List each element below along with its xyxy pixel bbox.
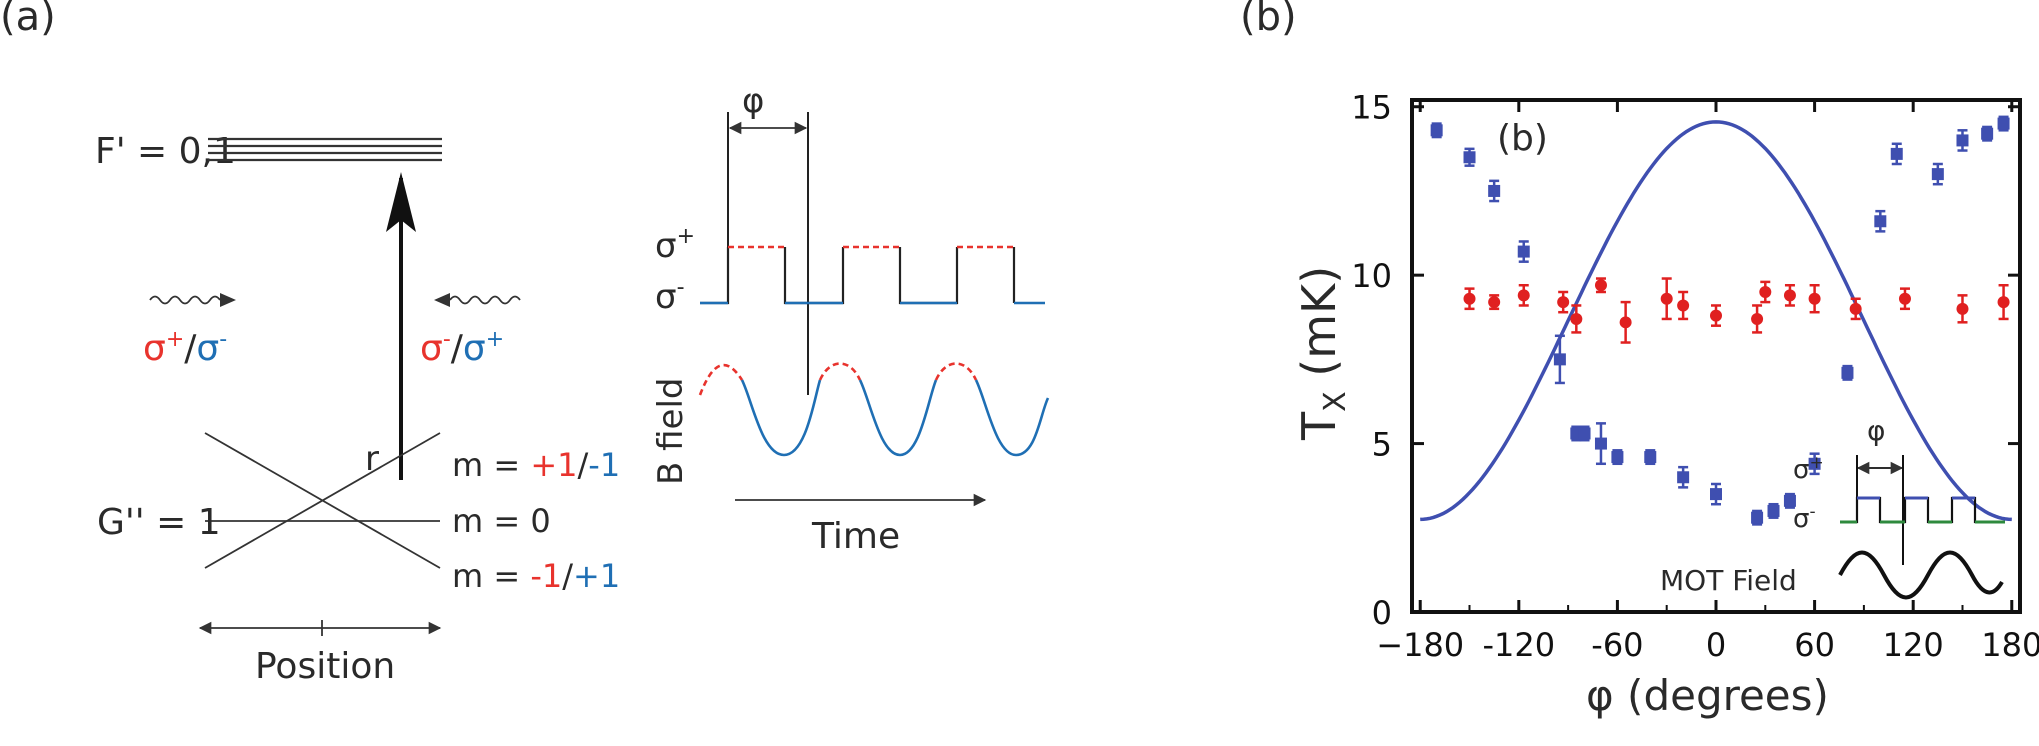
inset-sigma-plus: σ+: [1793, 453, 1824, 485]
data-point-blue: [1751, 511, 1764, 524]
data-point-blue: [1463, 151, 1476, 164]
data-point-red: [1463, 292, 1476, 305]
y-axis-label: TX (mK): [1292, 266, 1353, 441]
data-point-red: [1849, 302, 1862, 315]
right-beam-wave: [434, 293, 521, 307]
data-point-red: [1783, 289, 1796, 302]
x-tick-label: -60: [1591, 626, 1643, 664]
data-point-blue: [1710, 488, 1722, 501]
data-point-red: [1677, 299, 1690, 312]
plot-area: [1412, 100, 2020, 614]
plot-inner-label: (b): [1497, 118, 1548, 159]
data-point-red: [1710, 309, 1722, 322]
y-tick-label: 10: [1351, 257, 1392, 295]
data-point-blue: [1841, 366, 1854, 379]
left-beam-label: σ+/σ-: [143, 327, 227, 369]
sigma-plus-label-a: σ+: [655, 224, 695, 266]
radius-label: r: [365, 439, 379, 479]
data-point-blue: [1644, 451, 1657, 464]
m-minus-label: m = -1/+1: [452, 557, 620, 595]
x-tick-label: 0: [1706, 626, 1726, 664]
position-label: Position: [255, 646, 395, 687]
data-point-blue: [1578, 427, 1591, 440]
b-field-wave: [698, 362, 1050, 457]
plot-frame: [1410, 98, 2022, 614]
m-zero-label: m = 0: [452, 502, 551, 540]
inset-diagram: φ σ+ σ- MOT Field: [1660, 414, 2005, 600]
excited-level-lines: [208, 137, 442, 162]
data-point-red: [1517, 289, 1530, 302]
data-point-red: [1557, 296, 1570, 309]
excited-level-label: F' = 0,1: [95, 131, 236, 172]
panel-a: (a) F' = 0,1 r σ+/σ- σ-/σ+: [0, 0, 1050, 687]
y-tick-label: 15: [1351, 89, 1392, 127]
panel-a-label: (a): [0, 0, 56, 40]
phase-label-a: φ: [742, 81, 764, 121]
m-plus-label: m = +1/-1: [452, 446, 620, 484]
ground-level-label: G'' = 1: [97, 502, 221, 543]
data-point-blue: [1611, 451, 1624, 464]
data-point-red: [1660, 292, 1673, 305]
left-beam-wave: [149, 293, 236, 307]
data-point-blue: [1874, 215, 1887, 228]
inset-phase-label: φ: [1867, 414, 1885, 447]
data-point-red: [1488, 296, 1501, 309]
square-wave: [700, 245, 1045, 305]
x-tick-label: 60: [1794, 626, 1835, 664]
data-point-red: [1751, 312, 1764, 325]
data-point-red: [1570, 312, 1583, 325]
x-tick-label: −180: [1376, 626, 1464, 664]
data-point-blue: [1956, 134, 1969, 147]
x-tick-label: 180: [1981, 626, 2039, 664]
data-point-blue: [1981, 127, 1994, 140]
data-point-blue: [1677, 471, 1690, 484]
data-point-red: [1619, 316, 1632, 329]
right-beam-label: σ-/σ+: [420, 327, 504, 369]
data-point-red: [1594, 279, 1607, 292]
data-point-blue: [1553, 353, 1566, 366]
data-point-blue: [1890, 147, 1903, 160]
transition-arrow-head: [386, 172, 416, 232]
ground-level-lines: [204, 432, 441, 569]
inset-sigma-minus: σ-: [1793, 502, 1816, 534]
x-tick-labels: −180 -120 -60 0 60 120 180: [1376, 626, 2039, 664]
inset-mot-field-label: MOT Field: [1660, 564, 1797, 597]
data-point-red: [1759, 286, 1772, 298]
data-point-blue: [1430, 124, 1443, 137]
sigma-minus-label-a: σ-: [655, 275, 685, 317]
panel-b-label: (b): [1240, 0, 1297, 40]
x-axis-label: φ (degrees): [1586, 671, 1829, 720]
data-point-blue: [1488, 184, 1501, 197]
data-point-blue: [1767, 504, 1780, 517]
data-point-red: [1997, 296, 2010, 309]
inset-mot-wave: [1838, 550, 2004, 600]
y-tick-label: 5: [1372, 426, 1392, 464]
data-point-blue: [1517, 245, 1530, 258]
b-field-label: B field: [651, 378, 691, 486]
data-point-red: [1898, 292, 1911, 305]
x-tick-label: -120: [1482, 626, 1555, 664]
data-point-red: [1956, 302, 1969, 315]
panel-b: (b) TX (mK) φ (degrees) 0 5 10 15 −180 -120-…: [1240, 0, 2039, 720]
fit-curve: [1420, 120, 2012, 522]
data-point-red: [1808, 292, 1821, 305]
data-point-blue: [1997, 117, 2010, 130]
data-point-blue: [1808, 457, 1821, 470]
y-tick-label: 0: [1372, 594, 1392, 632]
y-tick-labels: 0 5 10 15: [1351, 89, 1392, 632]
data-point-blue: [1594, 437, 1607, 450]
data-point-blue: [1931, 168, 1944, 181]
data-point-blue: [1783, 494, 1796, 507]
x-tick-label: 120: [1883, 626, 1944, 664]
time-label: Time: [811, 516, 900, 557]
